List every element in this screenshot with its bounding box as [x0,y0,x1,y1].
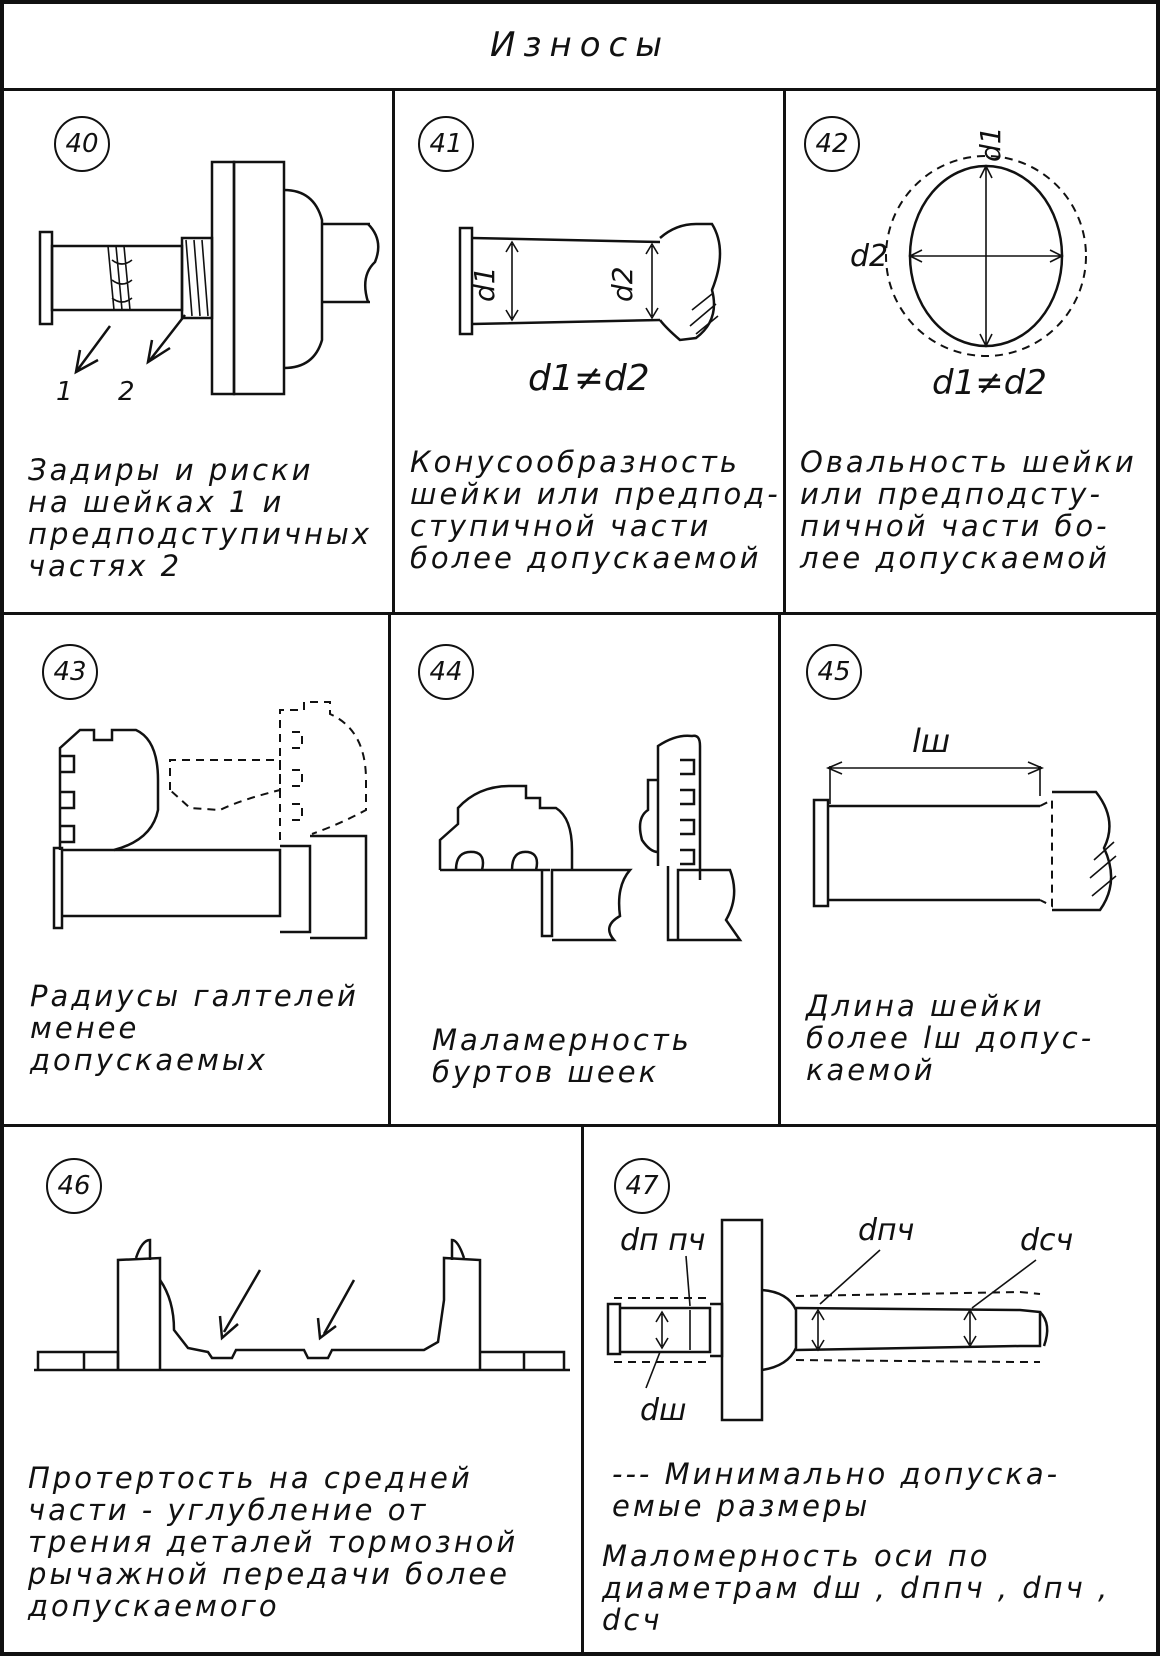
cell-41-d1: d1 [468,266,501,302]
cell-42-d2: d2 [850,239,888,274]
cell-45-figure: lш [812,722,1117,912]
col-divider-r1-a [392,88,395,614]
cell-43-caption: Радиусы галтелей менее допускаемых [30,979,359,1077]
cell-47-dpch: dпч [858,1213,914,1248]
cell-45-lw: lш [912,722,950,760]
cell-47-dppch: dп пч [620,1223,706,1258]
cell-47-caption: Маломерность оси по диаметрам dш , dппч … [602,1539,1111,1637]
cell-41-formula: d1≠d2 [528,358,650,399]
cell-43-number: 43 [42,644,98,700]
frame-right [1156,0,1160,1656]
cell-40-label-2: 2 [118,377,135,407]
cell-40-figure: 1 2 [38,160,380,407]
col-divider-r2-a [388,612,391,1126]
cell-45-number: 45 [806,644,862,700]
cell-40-number: 40 [54,116,110,172]
cell-42-caption: Овальность шейки или предподсту- пичной … [800,445,1137,575]
cell-41-figure: d1 d2 d1≠d2 [458,222,722,399]
cell-43-figure [52,701,368,940]
cell-41-caption: Конусообразность шейки или предпод- ступ… [410,445,781,575]
col-divider-r2-b [778,612,781,1126]
col-divider-r1-b [783,88,786,614]
cell-47-dsch: dсч [1020,1223,1073,1258]
cell-42-figure: d1 d2 d1≠d2 [850,126,1087,403]
cell-46-number: 46 [46,1158,102,1214]
col-divider-r3 [581,1124,584,1654]
row2-divider [0,1124,1160,1127]
frame-top [0,0,1160,4]
cell-42-formula: d1≠d2 [932,363,1047,403]
cell-47-figure: dп пч dпч dсч dш [606,1213,1073,1428]
cell-44-caption: Маламерность буртов шеек [432,1023,692,1089]
scratch-marks [107,245,133,311]
title-divider [0,88,1160,91]
cell-45-caption: Длина шейки более lш допус- каемой [806,989,1095,1087]
cell-40-label-1: 1 [56,377,73,407]
cell-41-number: 41 [418,116,474,172]
cell-46-figure [34,1238,570,1372]
cell-40-caption: Задиры и риски на шейках 1 и предподступ… [28,453,372,583]
cell-44-figure [438,734,743,942]
frame-left [0,0,4,1656]
cell-42-number: 42 [804,116,860,172]
cell-46-caption: Протертость на средней части - углублени… [28,1461,519,1623]
cell-41-d2: d2 [606,266,639,302]
frame-bottom [0,1652,1160,1656]
cell-44-number: 44 [418,644,474,700]
cell-47-dw: dш [640,1393,687,1428]
cell-42-d1: d1 [974,126,1007,162]
cell-47-number: 47 [614,1158,670,1214]
row1-divider [0,612,1160,615]
cell-47-legend: --- Минимально допуска- емые размеры [612,1457,1061,1523]
page-title: Износы [489,25,671,65]
